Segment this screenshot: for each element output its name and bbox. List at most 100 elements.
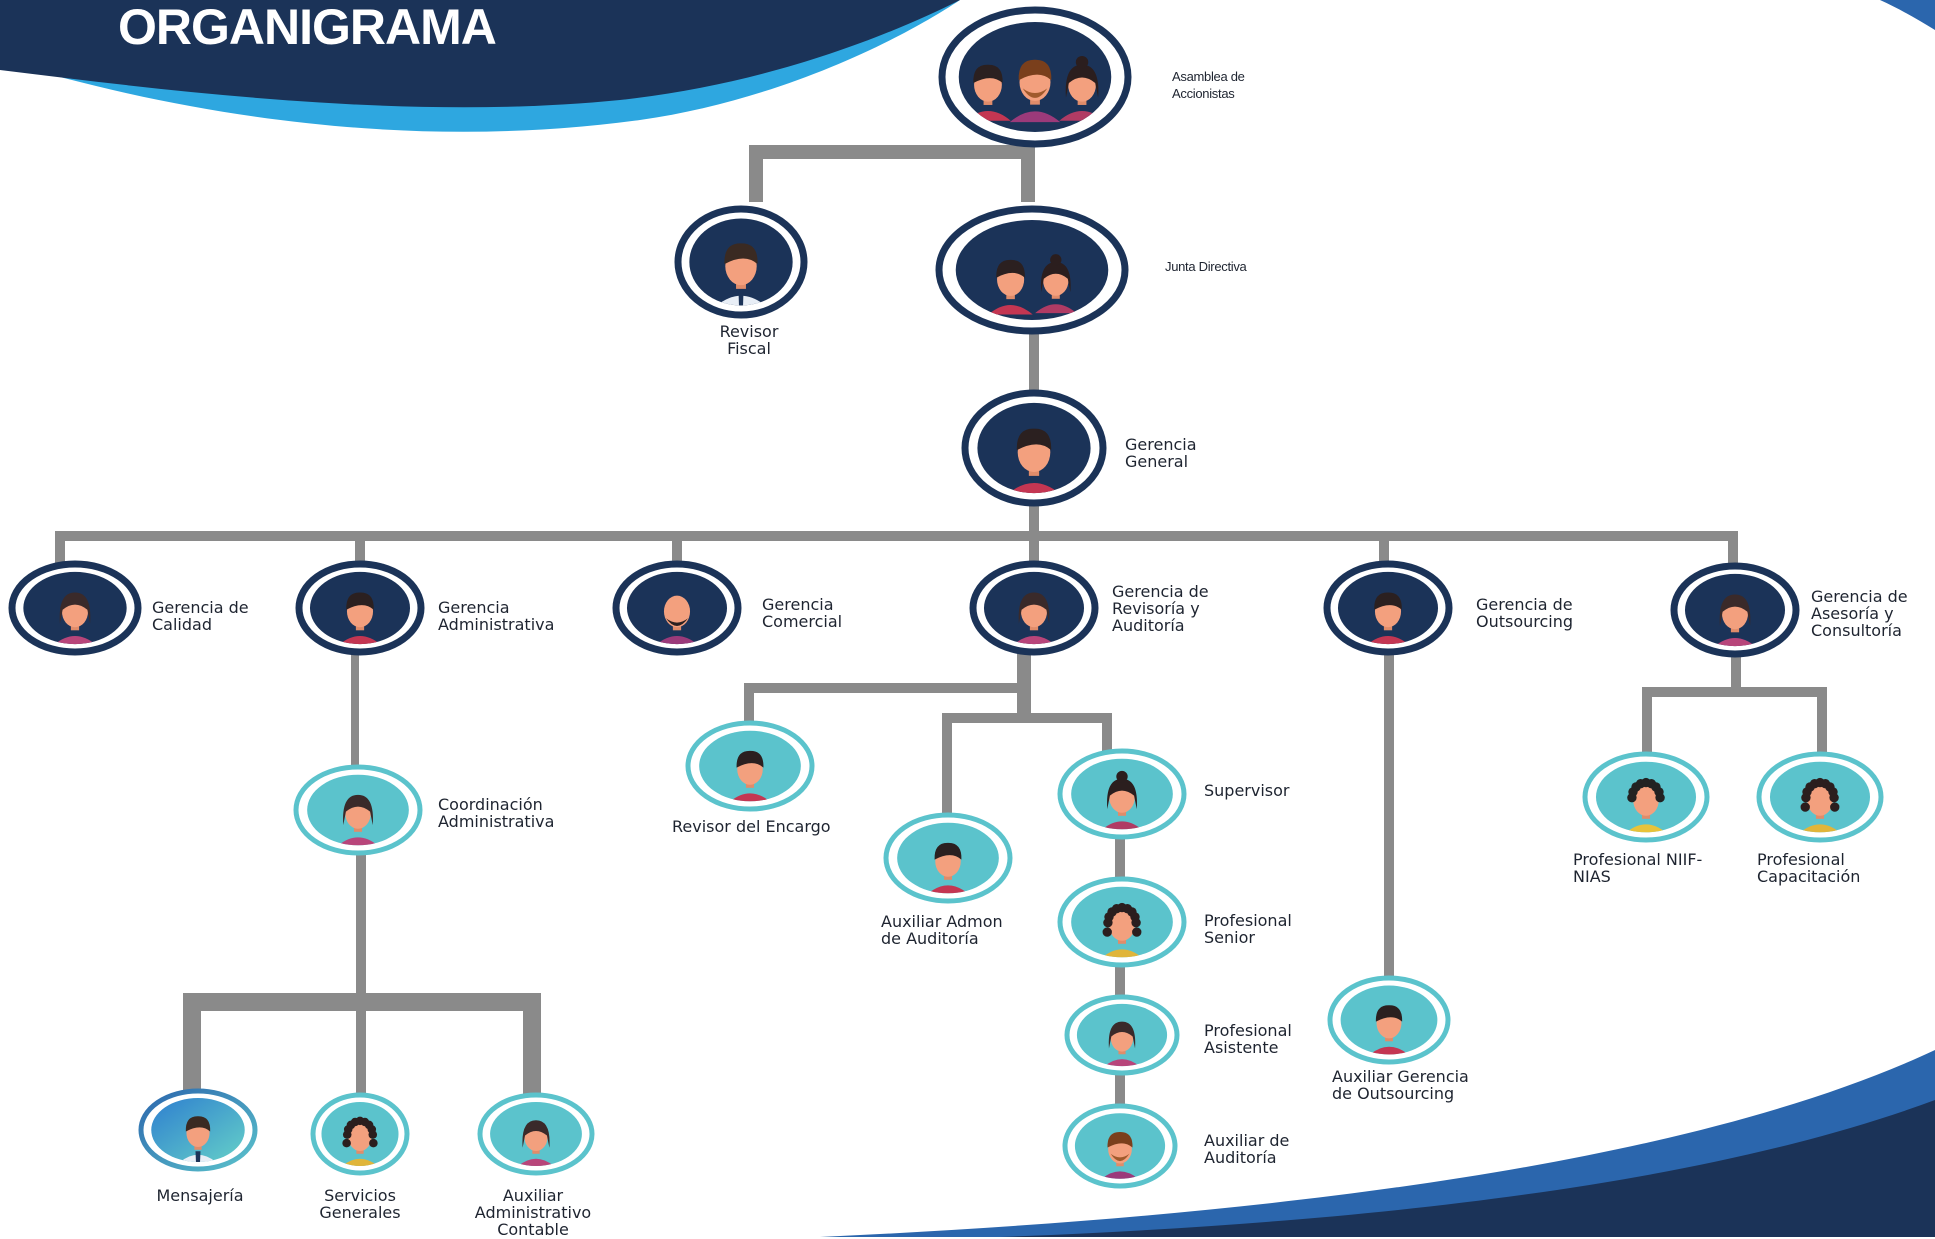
label-line: Asesoría y — [1811, 604, 1894, 623]
label-line: Auxiliar Gerencia — [1332, 1067, 1469, 1086]
node-gerencia-asesoria — [1670, 562, 1800, 658]
connector-line — [749, 145, 1035, 202]
label-line: de Auditoría — [881, 929, 979, 948]
woman-icon — [1103, 1021, 1141, 1067]
label-line: Gerencia — [762, 595, 834, 614]
woman-icon — [53, 592, 97, 645]
man-icon — [338, 592, 382, 645]
label-line: de Outsourcing — [1332, 1084, 1455, 1103]
node-supervisor — [1057, 748, 1187, 840]
label-line: Junta Directiva — [1165, 259, 1247, 274]
node-profesional-capacitacion — [1756, 751, 1884, 843]
label-line: Auxiliar — [502, 1186, 564, 1205]
woman-icon — [1713, 594, 1757, 647]
node-revisor-encargo — [685, 720, 815, 812]
connector-line — [1642, 687, 1827, 754]
label-line: Auxiliar de — [1204, 1131, 1290, 1150]
woman-icon — [337, 794, 379, 846]
label-line: Administrativa — [438, 615, 555, 634]
bottom-right-dark-wave — [1000, 1100, 1935, 1237]
node-auxiliar-admon-auditoria — [883, 812, 1013, 904]
node-gerencia-comercial — [612, 560, 742, 656]
label-line: Senior — [1204, 928, 1255, 947]
label-line: Gerencia de — [152, 598, 249, 617]
label-line: Auditoría — [1112, 616, 1185, 635]
label-line: Asistente — [1204, 1038, 1279, 1057]
label-line: Comercial — [762, 612, 843, 631]
node-auxiliar-auditoria — [1062, 1103, 1178, 1189]
node-profesional-niif — [1582, 751, 1710, 843]
woman-icon — [517, 1120, 555, 1166]
node-asamblea — [938, 6, 1132, 148]
woman-curly-icon — [1799, 777, 1841, 833]
connector-line — [942, 713, 1112, 815]
label-line: Coordinación — [438, 795, 543, 814]
node-coordinacion-administrativa — [293, 764, 423, 856]
label-supervisor: Supervisor — [1204, 782, 1290, 799]
node-auxiliar-contable — [477, 1092, 595, 1176]
label-line: Profesional — [1204, 1021, 1292, 1040]
node-gerencia-general — [961, 389, 1107, 507]
page-title: ORGANIGRAMA — [118, 0, 497, 55]
three-people-icon — [965, 55, 1105, 123]
node-servicios-generales — [310, 1092, 410, 1176]
node-mensajeria — [138, 1088, 258, 1172]
top-right-accent — [1880, 0, 1935, 30]
bald-man-icon — [655, 595, 699, 645]
label-line: Revisor — [719, 322, 779, 341]
label-line: Outsourcing — [1476, 612, 1574, 631]
node-gerencia-revisoria — [969, 560, 1099, 656]
label-line: Gerencia de — [1811, 587, 1908, 606]
node-gerencia-calidad — [8, 560, 142, 656]
man-icon — [1366, 592, 1410, 645]
label-line: Capacitación — [1757, 867, 1861, 886]
man-icon — [1007, 428, 1061, 494]
label-line: Fiscal — [727, 339, 771, 358]
label-line: Supervisor — [1204, 781, 1290, 800]
label-line: Gerencia — [1125, 435, 1197, 454]
woman-bun-icon — [1101, 770, 1143, 830]
woman-curly-icon — [1101, 902, 1143, 958]
label-line: General — [1125, 452, 1189, 471]
label-line: Asamblea de — [1172, 69, 1245, 84]
label-line: Administrativa — [438, 812, 555, 831]
label-line: Auxiliar Admon — [881, 912, 1003, 931]
node-auxiliar-outsourcing — [1327, 975, 1451, 1065]
label-line: Contable — [497, 1220, 569, 1239]
connector-line — [744, 683, 1024, 722]
label-line: Profesional NIIF- — [1573, 850, 1703, 869]
node-gerencia-outsourcing — [1323, 560, 1453, 656]
label-line: Generales — [319, 1203, 401, 1222]
label-mensajeria: Mensajería — [150, 1187, 250, 1204]
bearded-man-icon — [1100, 1131, 1140, 1179]
label-line: Gerencia de — [1476, 595, 1573, 614]
label-line: Servicios — [324, 1186, 396, 1205]
label-profesional-niif: Profesional NIIF-NIAS — [1573, 851, 1702, 885]
man-icon — [1368, 1005, 1410, 1055]
connector-line — [55, 531, 1738, 566]
node-revisor-fiscal — [674, 205, 808, 319]
label-line: Gerencia de — [1112, 582, 1209, 601]
label-revisor-encargo: Revisor del Encargo — [672, 818, 831, 835]
label-line: Calidad — [152, 615, 212, 634]
node-profesional-senior — [1057, 876, 1187, 968]
top-banner-dark-wave — [0, 0, 960, 108]
label-line: Administrativo — [474, 1203, 592, 1222]
label-line: Revisoría y — [1112, 599, 1200, 618]
label-line: Auditoría — [1204, 1148, 1277, 1167]
